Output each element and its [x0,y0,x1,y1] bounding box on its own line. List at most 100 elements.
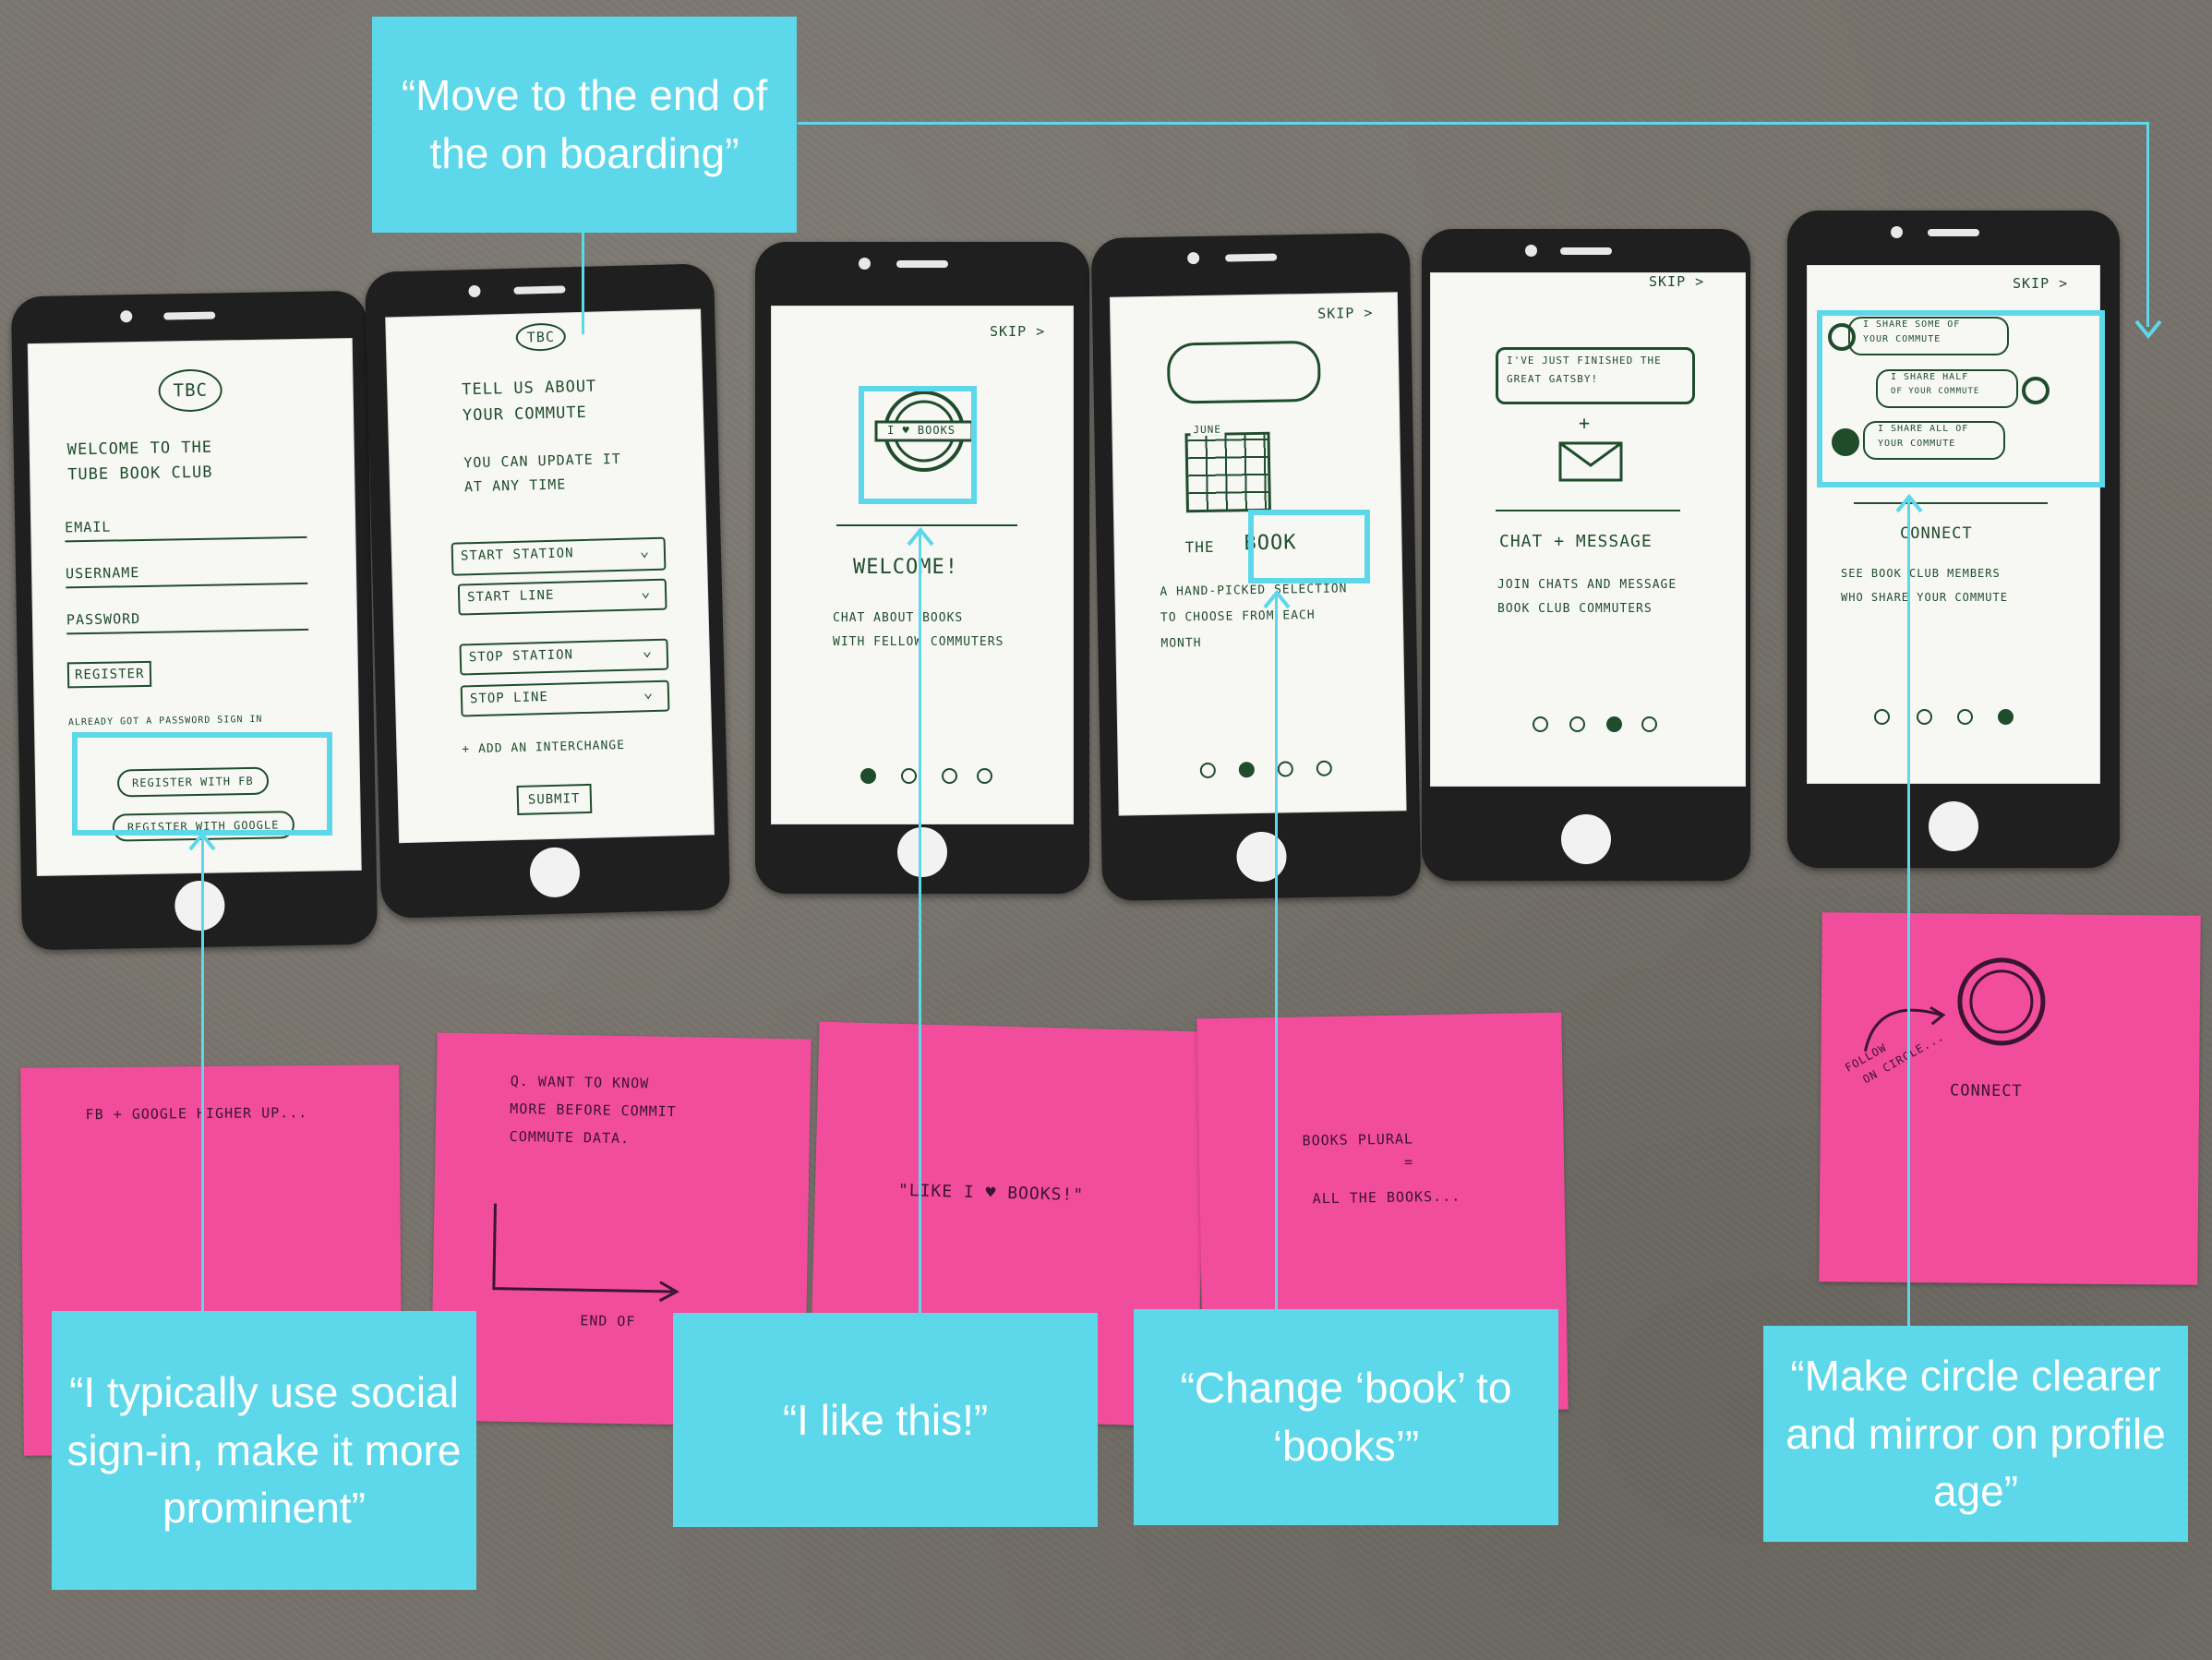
add-interchange-link: + ADD AN INTERCHANGE [462,738,626,757]
page-dot-1 [1874,709,1890,725]
phone-chat: SKIP > I'VE JUST FINISHED THE GREAT GATS… [1422,229,1750,881]
speaker-icon [1224,253,1277,262]
divider [836,524,1017,526]
camera-icon [120,310,133,323]
connect-text: CONNECT [1949,1081,2023,1101]
arrow-up-icon [907,526,934,547]
camera-icon [468,284,481,298]
option-all-line-1: I SHARE ALL OF [1878,424,1969,434]
sticky-line-1: BOOKS PLURAL [1302,1130,1414,1149]
home-button [174,880,225,932]
skip-link: SKIP > [2013,275,2069,292]
connector-top [582,233,584,334]
body-line-2: WHO SHARE YOUR COMMUTE [1841,591,2008,604]
arrow-right-icon [492,1203,679,1303]
page-dot-4 [1316,760,1332,776]
thought-cloud-icon [1166,340,1321,404]
welcome-heading: WELCOME! [853,556,958,579]
skip-link: SKIP > [990,323,1046,340]
password-field: PASSWORD [66,610,141,629]
speaker-icon [1560,247,1612,255]
phone-welcome: SKIP > I ♥ BOOKS WELCOME! CHAT ABOUT BOO… [755,242,1089,894]
page-dot-3 [1606,716,1622,732]
plus-sign: + [1579,412,1592,434]
connector-books [1275,595,1278,1311]
username-field: USERNAME [65,564,140,583]
camera-icon [1525,245,1537,257]
circle-half-icon [2022,377,2050,404]
calendar-icon [1184,431,1271,513]
page-dot-2 [901,768,917,784]
body-line-2: WITH FELLOW COMMUTERS [833,635,1004,649]
circle-sketch-icon [1957,957,2046,1046]
circle-full-icon [1832,428,1859,456]
logo: TBC [158,368,223,413]
speaker-icon [162,311,215,320]
speaker-icon [1928,229,1979,236]
tube-roundel-icon [874,391,974,472]
calendar-month: JUNE [1190,423,1225,437]
option-some-line-1: I SHARE SOME OF [1863,319,1961,330]
stop-line-label: STOP LINE [469,690,549,707]
screen-welcome: SKIP > I ♥ BOOKS WELCOME! CHAT ABOUT BOO… [772,307,1073,824]
chevron-down-icon: ⌄ [643,683,655,703]
sticky-text: FB + GOOGLE HIGHER UP... [85,1104,308,1124]
option-half-line-1: I SHARE HALF [1891,372,1969,382]
sticky-line-3: ALL THE BOOKS... [1312,1187,1461,1208]
speaker-icon [513,285,566,295]
sub-line-2: AT ANY TIME [463,475,567,496]
page-dot-4 [977,768,992,784]
page-dot-2 [1238,762,1255,778]
page-dot-3 [942,768,957,784]
sticky-line-1: Q. WANT TO KNOW [510,1072,650,1092]
sticky-text: "LIKE I ♥ BOOKS!" [897,1180,1085,1206]
body-line-1: JOIN CHATS AND MESSAGE [1497,578,1677,592]
callout-change-book: “Change ‘book’ to ‘books’” [1134,1309,1558,1525]
sticky-line-2: = [1403,1153,1414,1171]
connector-social [201,836,204,1313]
badge-text: I ♥ BOOKS [887,424,956,437]
sticky-line-2: MORE BEFORE COMMIT [510,1100,677,1121]
option-some-line-2: YOUR COMMUTE [1863,334,1942,344]
skip-link: SKIP > [1649,273,1705,290]
highlight-social-buttons [72,732,332,836]
camera-icon [1891,226,1903,238]
chevron-down-icon: ⌄ [639,542,651,561]
heading-pre: THE [1184,537,1215,557]
screen-commute: TBC TELL US ABOUT YOUR COMMUTE YOU CAN U… [386,309,714,843]
callout-move-to-end: “Move to the end of the on boarding” [372,17,797,233]
page-dot-3 [1957,709,1973,725]
username-underline [66,582,308,589]
stop-station-label: STOP STATION [468,647,574,666]
page-dot-1 [860,768,876,784]
sub-line-1: YOU CAN UPDATE IT [463,450,622,472]
callout-make-circle-clearer: “Make circle clearer and mirror on profi… [1763,1326,2188,1542]
camera-icon [859,258,871,270]
welcome-line-2: TUBE BOOK CLUB [67,463,213,485]
email-field: EMAIL [65,518,112,536]
body-line-2: BOOK CLUB COMMUTERS [1497,602,1653,616]
bubble-line-1: I'VE JUST FINISHED THE [1507,355,1662,367]
arrow-down-icon [2134,319,2162,340]
body-line-1: SEE BOOK CLUB MEMBERS [1841,567,2001,580]
highlight-book-word [1248,510,1370,583]
skip-link: SKIP > [1317,304,1374,322]
page-dot-2 [1917,709,1932,725]
divider [1496,510,1680,511]
connect-heading: CONNECT [1900,524,1973,543]
register-button: REGISTER [66,660,152,689]
password-underline [66,628,309,635]
connector-circle [1907,499,1910,1328]
option-half-line-2: OF YOUR COMMUTE [1891,387,1980,396]
camera-icon [1187,252,1200,265]
already-text: ALREADY GOT A PASSWORD SIGN IN [67,714,263,728]
arrow-up-icon [1895,493,1923,513]
home-button [897,827,947,877]
page-dot-2 [1569,716,1585,732]
page-dot-3 [1277,761,1293,777]
sticky-note-commute: Q. WANT TO KNOW MORE BEFORE COMMIT COMMU… [430,1032,811,1427]
welcome-line-1: WELCOME TO THE [66,438,213,460]
connector-top-down [2146,122,2149,327]
home-button [1561,814,1611,864]
bubble-line-2: GREAT GATSBY! [1507,373,1599,385]
